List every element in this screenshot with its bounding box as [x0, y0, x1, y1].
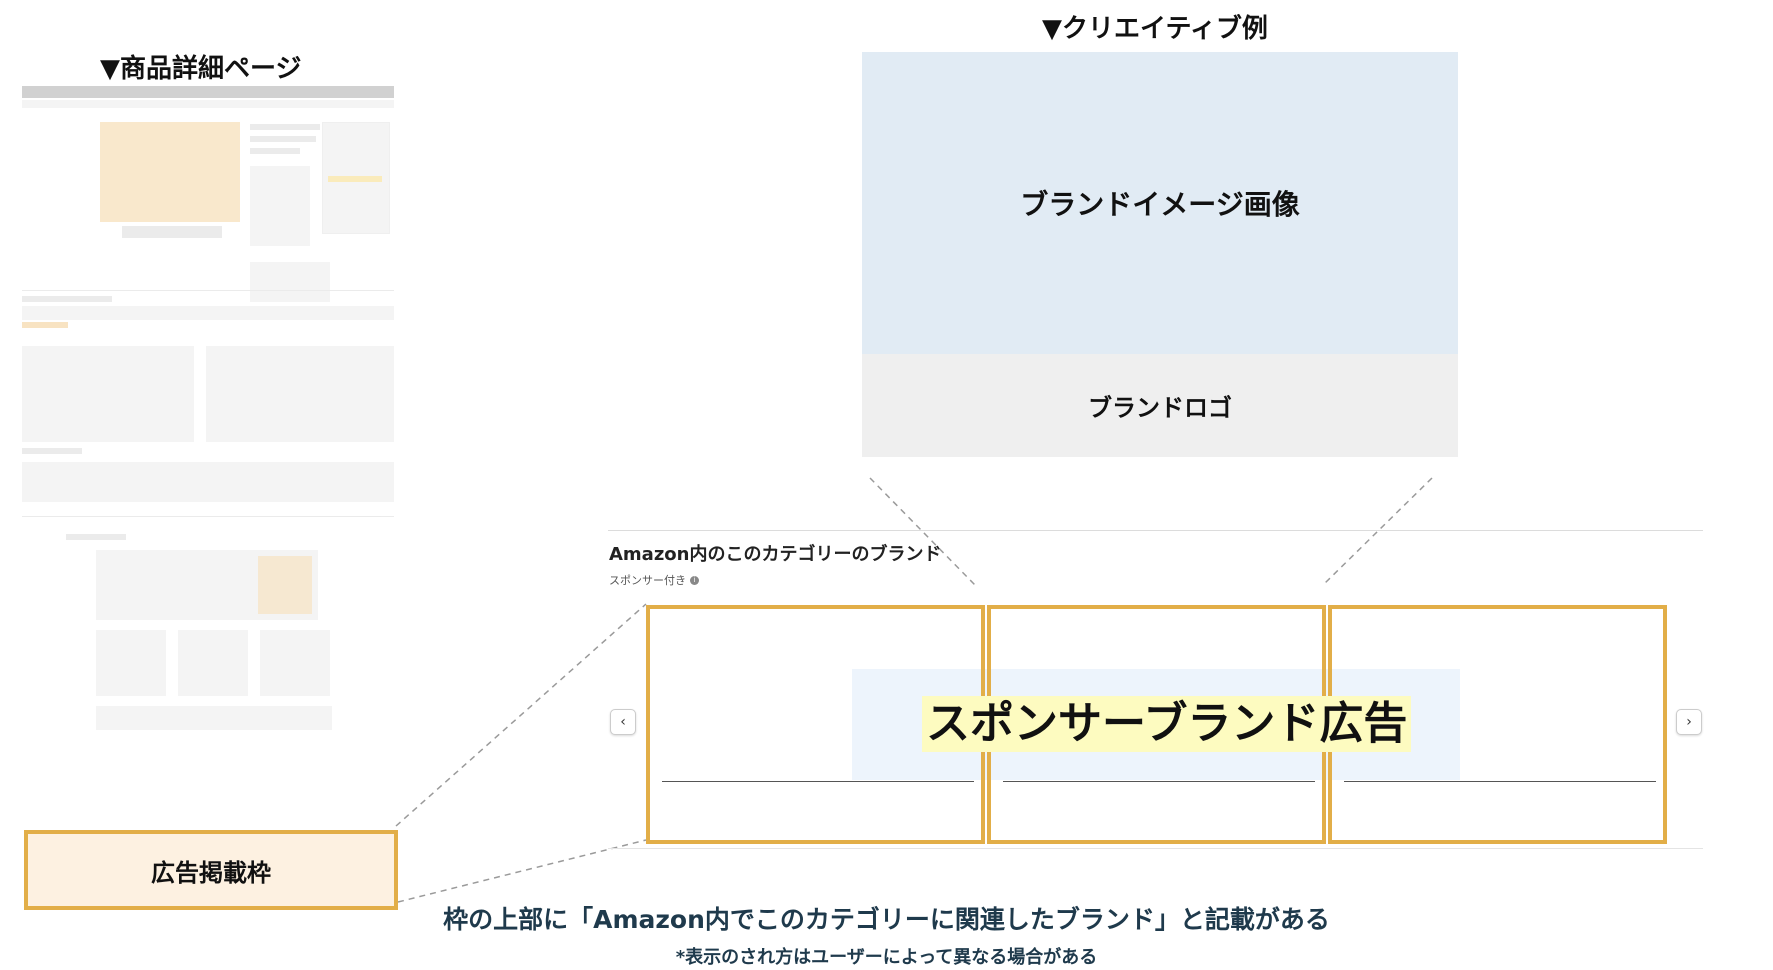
thumb-info-table [22, 346, 194, 442]
explanation-note: 枠の上部に「Amazon内でこのカテゴリーに関連したブランド」と記載がある [443, 905, 1330, 934]
info-icon[interactable]: i [690, 575, 699, 585]
thumb-product-image-shadow [122, 226, 222, 238]
thumb-campaign-text [22, 306, 394, 320]
chevron-left-icon: ‹ [620, 714, 626, 730]
thumb-details [250, 166, 310, 246]
connector-line [395, 603, 647, 827]
thumb-subnav [22, 100, 394, 108]
thumb-gallery-image [260, 630, 330, 696]
thumb-specs [250, 262, 330, 302]
thumb-campaign-badge [22, 322, 68, 328]
thumb-divider [22, 516, 394, 517]
brand-logo-label: ブランドロゴ [1088, 394, 1232, 422]
widget-title: Amazon内のこのカテゴリーのブランド [609, 544, 942, 565]
brand-image-label: ブランドイメージ画像 [1020, 188, 1300, 221]
sponsored-label-row: スポンサー付き i [609, 572, 699, 588]
thumb-product-image [100, 122, 240, 222]
card-divider [662, 781, 974, 782]
card-divider [1344, 781, 1656, 782]
thumb-brand-photo [96, 550, 318, 620]
thumb-section-title [22, 448, 82, 454]
card-divider [1003, 781, 1315, 782]
creative-example: ブランドイメージ画像 ブランドロゴ [862, 52, 1458, 457]
sponsored-label: スポンサー付き [609, 574, 686, 587]
thumb-title-line [250, 124, 320, 130]
thumb-buy-box [322, 122, 390, 234]
sponsored-brand-ad-label: スポンサーブランド広告 [922, 696, 1412, 752]
brand-image-area: ブランドイメージ画像 [862, 52, 1458, 354]
chevron-right-icon: › [1686, 714, 1692, 730]
thumb-gallery-captions [96, 706, 332, 730]
thumb-nav-bar [22, 86, 394, 98]
product-page-thumbnail [22, 86, 402, 796]
thumb-gallery-image [178, 630, 248, 696]
carousel-next-button[interactable]: › [1676, 709, 1702, 735]
connector-line [869, 477, 976, 586]
thumb-section-title [22, 296, 112, 302]
thumb-divider [22, 290, 394, 291]
thumb-gallery-image [96, 630, 166, 696]
carousel-prev-button[interactable]: ‹ [610, 709, 636, 735]
thumb-title-line [250, 136, 316, 142]
product-page-heading: ▼商品詳細ページ [100, 54, 302, 84]
thumb-notes-text [22, 462, 394, 502]
explanation-subnote: *表示のされ方はユーザーによって異なる場合がある [675, 947, 1098, 968]
brand-logo-area: ブランドロゴ [862, 354, 1458, 457]
thumb-juice-photo [258, 556, 312, 614]
ad-slot-label: 広告掲載枠 [151, 858, 271, 887]
connector-line [397, 839, 647, 903]
thumb-info-table [206, 346, 394, 442]
thumb-section-title [66, 534, 126, 540]
widget-top-divider [608, 530, 1703, 531]
ad-slot-box: 広告掲載枠 [24, 830, 398, 910]
thumb-cart-button [328, 176, 382, 182]
thumb-title-line [250, 148, 300, 154]
widget-bottom-divider [608, 848, 1703, 849]
connector-line [1322, 477, 1433, 586]
creative-example-heading: ▼クリエイティブ例 [1042, 14, 1268, 44]
